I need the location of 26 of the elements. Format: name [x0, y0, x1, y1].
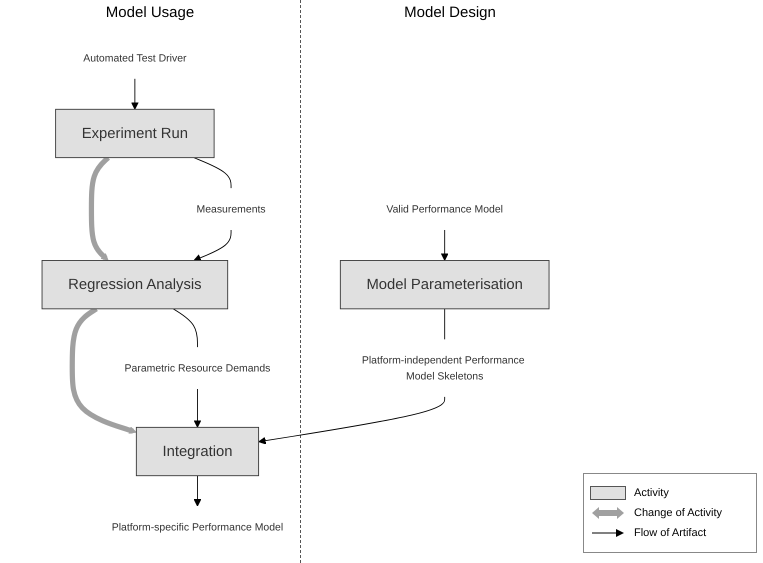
node-text: Valid Performance Model [386, 202, 503, 216]
arrow [194, 475, 202, 507]
node-text: Automated Test Driver [83, 52, 186, 64]
arrow [194, 230, 232, 262]
legend-label: Activity [634, 487, 669, 499]
node-text: Platform-independent Performance Model Skeletons [362, 354, 525, 382]
column-heading: Model Design [403, 4, 497, 21]
column-heading: Model Usage [104, 4, 196, 21]
arrow [70, 306, 137, 434]
arrow [88, 156, 110, 261]
node-box: Regression Analysis [42, 260, 228, 310]
legend-label: Change of Activity [634, 507, 722, 519]
node-box: Model Parameterisation [340, 260, 550, 310]
legend-label: Flow of Artifact [634, 527, 706, 539]
node-text: Platform-specific Performance Model [112, 521, 284, 534]
arrow [131, 78, 139, 110]
connector [193, 157, 232, 189]
connector [172, 308, 198, 348]
node-box: Experiment Run [55, 108, 215, 158]
arrow [440, 230, 449, 261]
arrow [194, 388, 202, 428]
arrow [258, 396, 446, 444]
node-box: Integration [136, 426, 260, 476]
connector [444, 308, 446, 340]
node-text: Measurements [196, 202, 266, 216]
node-text: Parametric Resource Demands [124, 362, 270, 374]
